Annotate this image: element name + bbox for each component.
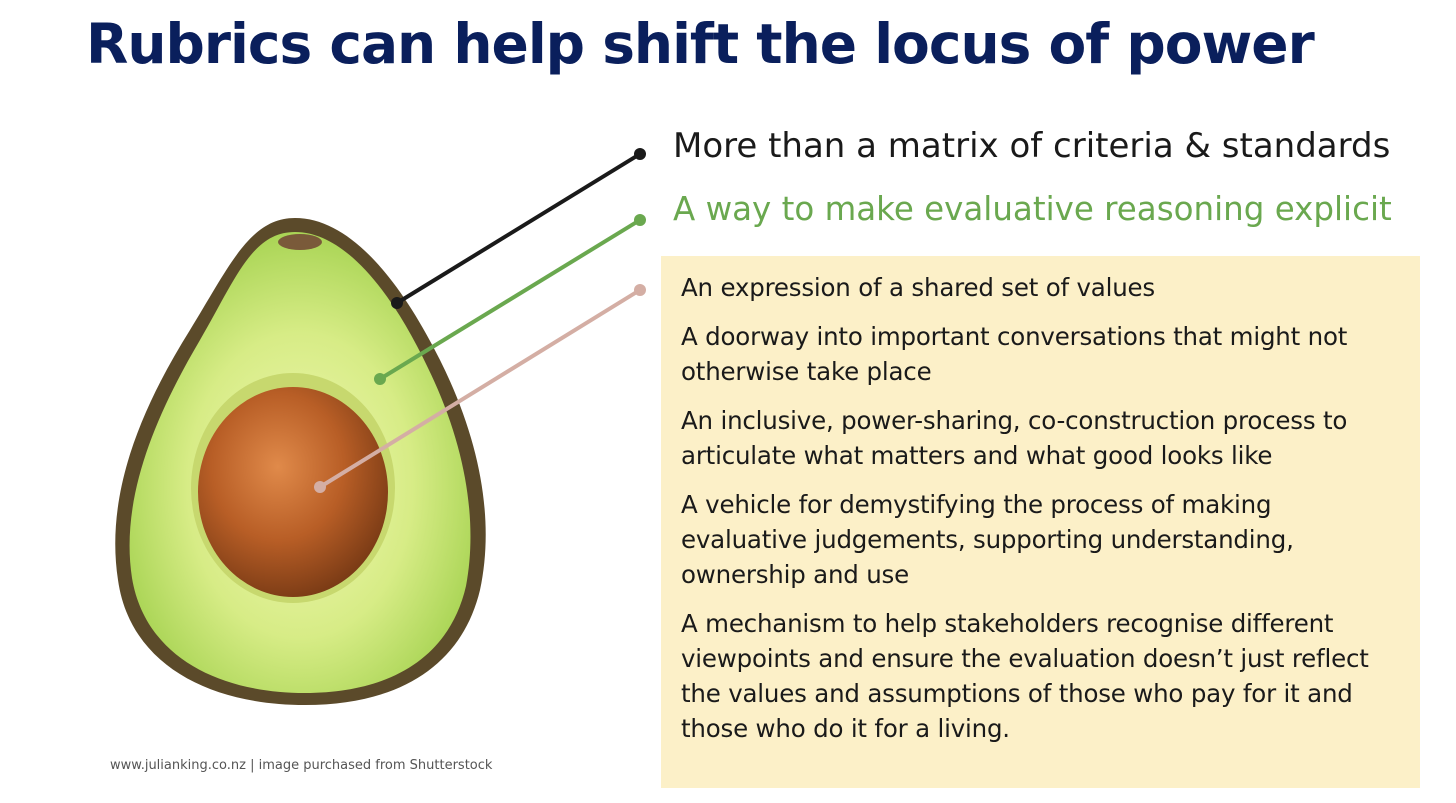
slide-title: Rubrics can help shift the locus of powe… [86, 12, 1315, 76]
label-matrix: More than a matrix of criteria & standar… [673, 126, 1391, 166]
leader-dot-pit-end [634, 284, 646, 296]
image-credit: www.julianking.co.nz | image purchased f… [110, 758, 493, 773]
panel-item: A mechanism to help stakeholders recogni… [681, 609, 1369, 743]
avocado-image [115, 218, 486, 705]
leader-dot-flesh-end [634, 214, 646, 226]
panel-item: An expression of a shared set of values [681, 273, 1155, 302]
panel-item: A doorway into important conversations t… [681, 322, 1348, 386]
panel-item: An inclusive, power-sharing, co-construc… [681, 406, 1348, 470]
avocado-pit [198, 387, 388, 597]
values-panel: An expression of a shared set of values … [661, 256, 1420, 788]
label-reasoning: A way to make evaluative reasoning expli… [673, 190, 1392, 228]
stem-icon [278, 234, 322, 250]
panel-item: A vehicle for demystifying the process o… [681, 490, 1294, 589]
leader-dot-skin-end [634, 148, 646, 160]
